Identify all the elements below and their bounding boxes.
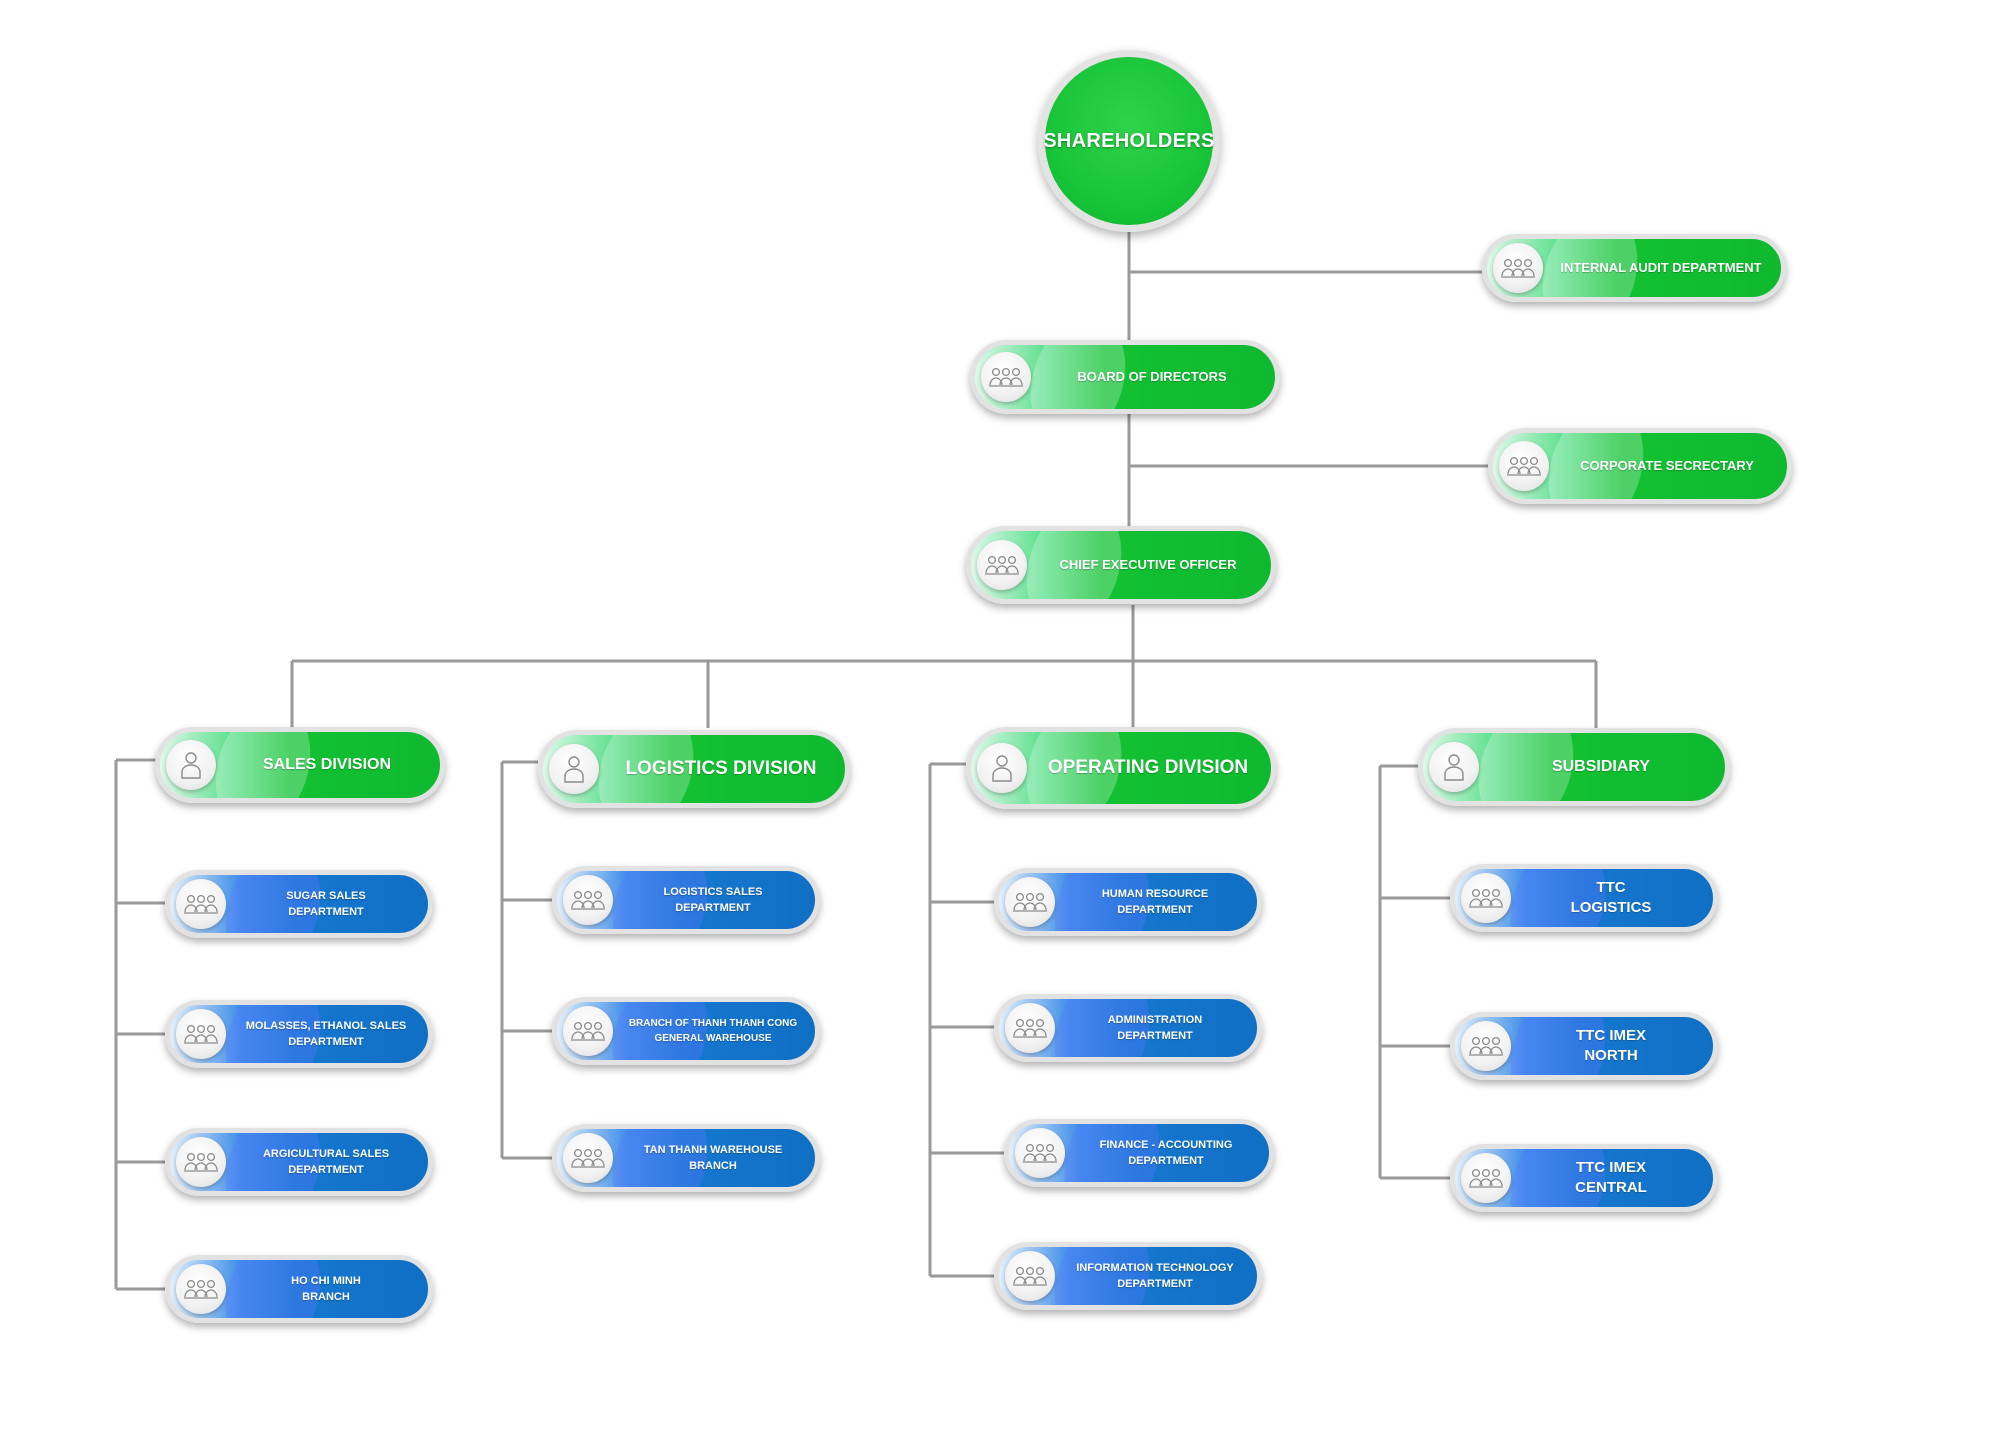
board-of-directors-label: BOARD OF DIRECTORS bbox=[1077, 369, 1227, 385]
people-group-icon bbox=[1005, 1251, 1055, 1301]
department-label: MOLASSES, ETHANOL SALES DEPARTMENT bbox=[245, 1019, 407, 1049]
shareholders-node[interactable]: SHAREHOLDERS bbox=[1038, 50, 1220, 232]
people-group-icon bbox=[176, 879, 226, 929]
logistics-sales-department-node[interactable]: LOGISTICS SALES DEPARTMENT bbox=[552, 866, 820, 934]
people-group-icon bbox=[1461, 1153, 1511, 1203]
department-label: HUMAN RESOURCE DEPARTMENT bbox=[1101, 887, 1209, 917]
ho-chi-minh-branch-node[interactable]: HO CHI MINH BRANCH bbox=[165, 1255, 433, 1323]
people-group-icon bbox=[981, 352, 1031, 402]
subsidiary-node[interactable]: SUBSIDIARY bbox=[1418, 728, 1730, 806]
department-label: ARGICULTURAL SALES DEPARTMENT bbox=[262, 1147, 390, 1177]
human-resource-department-node[interactable]: HUMAN RESOURCE DEPARTMENT bbox=[994, 868, 1262, 936]
ttc-imex-north-node[interactable]: TTC IMEX NORTH bbox=[1450, 1012, 1718, 1080]
molasses-ethanol-sales-department-node[interactable]: MOLASSES, ETHANOL SALES DEPARTMENT bbox=[165, 1000, 433, 1068]
department-label: SUGAR SALES DEPARTMENT bbox=[286, 889, 366, 919]
sales-division-node[interactable]: SALES DIVISION bbox=[155, 727, 445, 803]
sales-division-label: SALES DIVISION bbox=[262, 756, 392, 773]
people-group-icon bbox=[563, 875, 613, 925]
logistics-division-label: LOGISTICS DIVISION bbox=[625, 757, 817, 779]
finance-accounting-department-node[interactable]: FINANCE - ACCOUNTING DEPARTMENT bbox=[1004, 1119, 1274, 1187]
board-of-directors-node[interactable]: BOARD OF DIRECTORS bbox=[970, 340, 1280, 414]
people-group-icon bbox=[1005, 1003, 1055, 1053]
people-group-icon bbox=[1493, 243, 1543, 293]
operating-division-label: OPERATING DIVISION bbox=[1047, 756, 1249, 778]
corporate-secretary-label: CORPORATE SECRECTARY bbox=[1580, 458, 1754, 474]
internal-audit-node[interactable]: INTERNAL AUDIT DEPARTMENT bbox=[1482, 234, 1786, 302]
department-label: BRANCH OF THANH THANH CONG GENERAL WAREH… bbox=[628, 1018, 798, 1044]
ttc-imex-central-node[interactable]: TTC IMEX CENTRAL bbox=[1450, 1144, 1718, 1212]
department-label: ADMINISTRATION DEPARTMENT bbox=[1107, 1013, 1203, 1043]
subsidiary-label: SUBSIDIARY bbox=[1551, 758, 1651, 775]
tan-thanh-warehouse-branch-node[interactable]: TAN THANH WAREHOUSE BRANCH bbox=[552, 1124, 820, 1192]
corporate-secretary-node[interactable]: CORPORATE SECRECTARY bbox=[1488, 428, 1792, 504]
person-icon bbox=[166, 740, 216, 790]
ttc-logistics-node[interactable]: TTC LOGISTICS bbox=[1450, 864, 1718, 932]
shareholders-label: SHAREHOLDERS bbox=[1043, 129, 1215, 152]
information-technology-department-node[interactable]: INFORMATION TECHNOLOGY DEPARTMENT bbox=[994, 1242, 1262, 1310]
ceo-node[interactable]: CHIEF EXECUTIVE OFFICER bbox=[966, 526, 1276, 604]
people-group-icon bbox=[1015, 1128, 1065, 1178]
person-icon bbox=[549, 744, 599, 794]
sugar-sales-department-node[interactable]: SUGAR SALES DEPARTMENT bbox=[165, 870, 433, 938]
people-group-icon bbox=[1005, 877, 1055, 927]
person-icon bbox=[977, 743, 1027, 793]
people-group-icon bbox=[563, 1133, 613, 1183]
people-group-icon bbox=[977, 540, 1027, 590]
people-group-icon bbox=[176, 1009, 226, 1059]
agricultural-sales-department-node[interactable]: ARGICULTURAL SALES DEPARTMENT bbox=[165, 1128, 433, 1196]
person-icon bbox=[1429, 742, 1479, 792]
operating-division-node[interactable]: OPERATING DIVISION bbox=[966, 727, 1276, 809]
department-label: FINANCE - ACCOUNTING DEPARTMENT bbox=[1099, 1138, 1233, 1168]
ceo-label: CHIEF EXECUTIVE OFFICER bbox=[1059, 557, 1237, 573]
department-label: LOGISTICS SALES DEPARTMENT bbox=[663, 885, 763, 915]
department-label: HO CHI MINH BRANCH bbox=[291, 1274, 361, 1304]
administration-department-node[interactable]: ADMINISTRATION DEPARTMENT bbox=[994, 994, 1262, 1062]
people-group-icon bbox=[563, 1006, 613, 1056]
people-group-icon bbox=[176, 1137, 226, 1187]
subsidiary-label: TTC IMEX CENTRAL bbox=[1575, 1158, 1647, 1196]
people-group-icon bbox=[1461, 873, 1511, 923]
people-group-icon bbox=[176, 1264, 226, 1314]
thanh-thanh-cong-warehouse-branch-node[interactable]: BRANCH OF THANH THANH CONG GENERAL WAREH… bbox=[552, 997, 820, 1065]
subsidiary-label: TTC LOGISTICS bbox=[1570, 878, 1652, 916]
department-label: TAN THANH WAREHOUSE BRANCH bbox=[643, 1143, 783, 1173]
people-group-icon bbox=[1461, 1021, 1511, 1071]
people-group-icon bbox=[1499, 441, 1549, 491]
department-label: INFORMATION TECHNOLOGY DEPARTMENT bbox=[1076, 1261, 1234, 1291]
subsidiary-label: TTC IMEX NORTH bbox=[1576, 1026, 1646, 1064]
logistics-division-node[interactable]: LOGISTICS DIVISION bbox=[538, 730, 850, 808]
internal-audit-label: INTERNAL AUDIT DEPARTMENT bbox=[1560, 260, 1762, 276]
